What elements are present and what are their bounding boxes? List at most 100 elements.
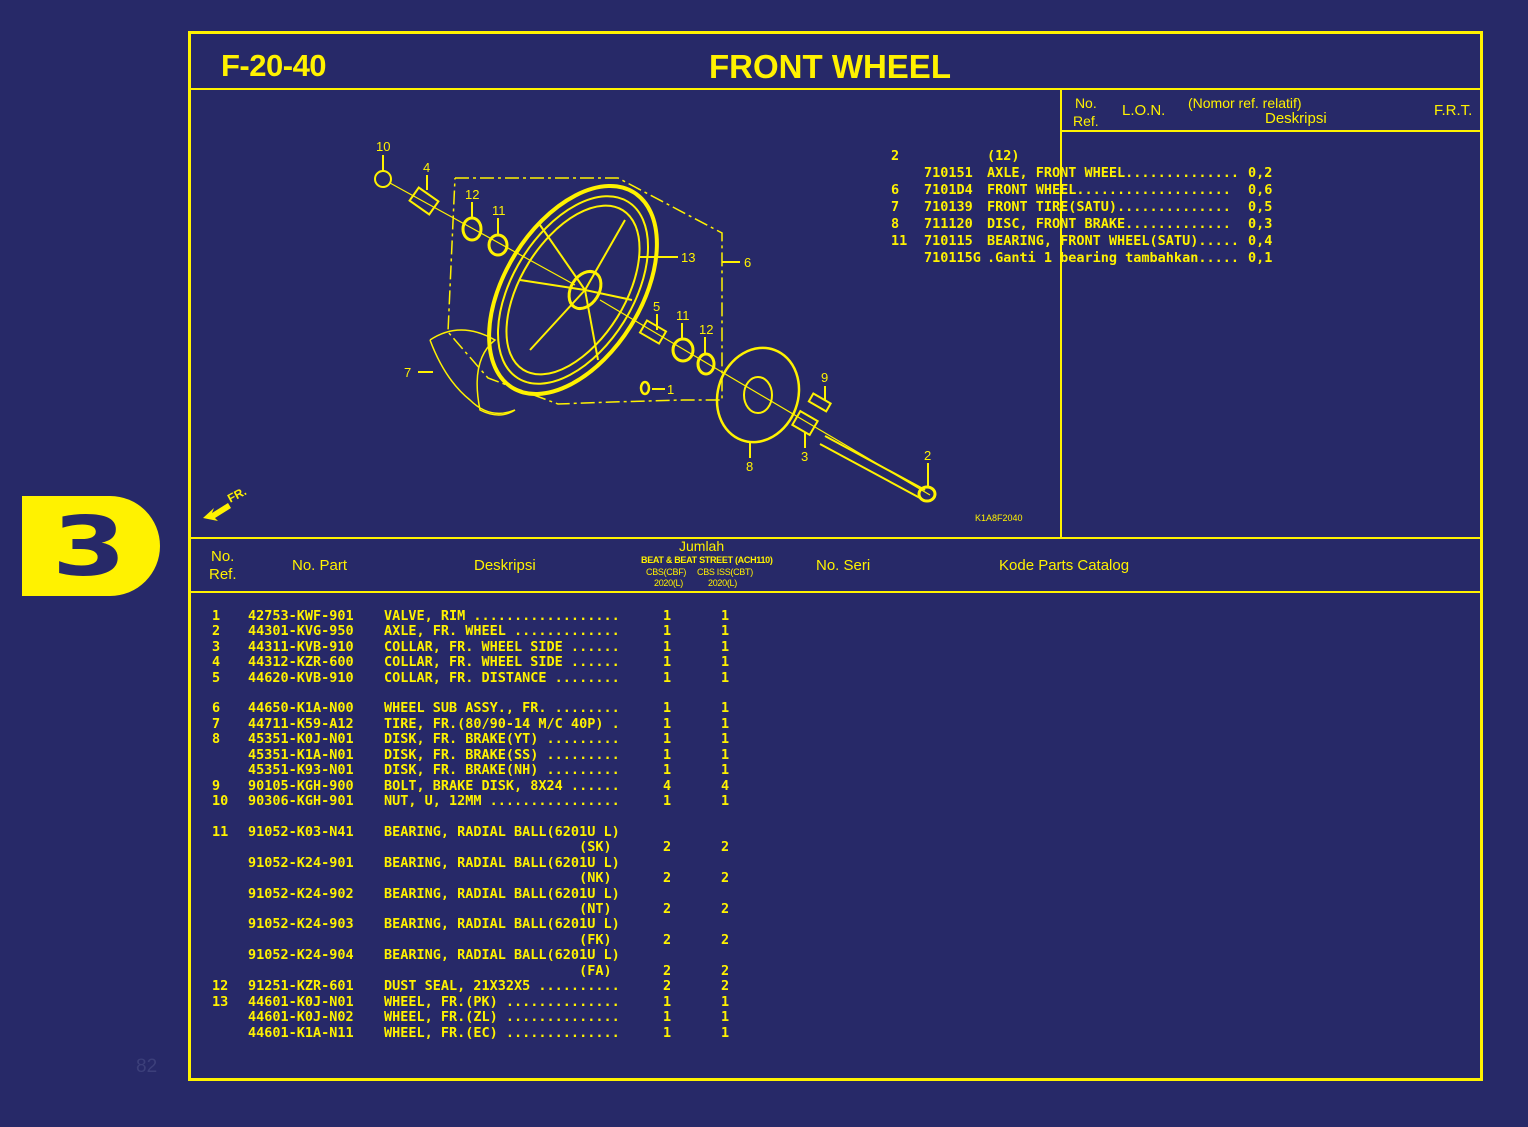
frt-row-ref: 7 <box>891 199 900 215</box>
part-row-qty1: 1 <box>663 994 672 1010</box>
callout-13: 13 <box>681 250 695 265</box>
part-row-qty2: 1 <box>721 639 730 655</box>
frt-row-value: 0,5 <box>1248 199 1273 215</box>
part-row-number: 90306-KGH-901 <box>248 793 354 809</box>
part-row-desc: (SK) <box>384 839 612 855</box>
divider <box>1060 130 1480 132</box>
part-row-qty2: 2 <box>721 839 730 855</box>
part-row-qty1: 1 <box>663 716 672 732</box>
part-row-desc: AXLE, FR. WHEEL ............. <box>384 623 620 639</box>
part-row-qty2: 1 <box>721 1009 730 1025</box>
part-row-desc: BEARING, RADIAL BALL(6201U L) <box>384 916 620 932</box>
parts-header-model: BEAT & BEAT STREET (ACH110) <box>641 555 773 565</box>
part-row-ref: 4 <box>212 654 221 670</box>
frt-header-lon: L.O.N. <box>1122 102 1166 119</box>
divider <box>191 537 1480 539</box>
part-row-desc: WHEEL, FR.(ZL) .............. <box>384 1009 620 1025</box>
frt-row-lon: 710115 <box>924 233 973 249</box>
part-row-number: 44620-KVB-910 <box>248 670 354 686</box>
part-row-qty2: 1 <box>721 747 730 763</box>
part-row-desc: BEARING, RADIAL BALL(6201U L) <box>384 824 620 840</box>
part-row-number: 91251-KZR-601 <box>248 978 354 994</box>
part-row-number: 45351-K93-N01 <box>248 762 354 778</box>
part-row-number: 44312-KZR-600 <box>248 654 354 670</box>
part-row-desc: (FA) <box>384 963 612 979</box>
frt-row-value: 0,4 <box>1248 233 1273 249</box>
direction-label: FR. <box>225 484 249 505</box>
part-row-desc: TIRE, FR.(80/90-14 M/C 40P) . <box>384 716 620 732</box>
divider <box>191 88 1480 90</box>
exploded-diagram: 10 4 12 11 13 6 5 11 12 7 1 9 8 3 2 FR. … <box>203 139 1023 523</box>
part-row-number: 91052-K24-903 <box>248 916 354 932</box>
callout-3: 3 <box>801 449 808 464</box>
parts-header-noref2: Ref. <box>209 566 237 583</box>
callout-6: 6 <box>744 255 751 270</box>
part-row-ref: 8 <box>212 731 221 747</box>
part-row-number: 44711-K59-A12 <box>248 716 354 732</box>
parts-header-year1: 2020(L) <box>654 578 683 588</box>
part-row-desc: (NK) <box>384 870 612 886</box>
frt-header-frt: F.R.T. <box>1434 102 1473 119</box>
parts-header-year2: 2020(L) <box>708 578 737 588</box>
part-row-number: 91052-K24-902 <box>248 886 354 902</box>
frt-row-value: 0,2 <box>1248 165 1273 181</box>
section-code: F-20-40 <box>221 48 327 83</box>
part-row-number: 44301-KVG-950 <box>248 623 354 639</box>
callout-8: 8 <box>746 459 753 474</box>
frt-row-desc: (12) <box>987 148 1020 164</box>
part-row-qty2: 1 <box>721 762 730 778</box>
part-row-qty1: 2 <box>663 901 672 917</box>
part-row-ref: 3 <box>212 639 221 655</box>
part-row-number: 45351-K0J-N01 <box>248 731 354 747</box>
frt-row-desc: FRONT WHEEL................... <box>987 182 1231 198</box>
part-row-ref: 13 <box>212 994 229 1010</box>
frt-row-ref: 11 <box>891 233 908 249</box>
part-row-number: 44601-K0J-N02 <box>248 1009 354 1025</box>
callout-12b: 12 <box>699 322 713 337</box>
part-row-qty2: 1 <box>721 623 730 639</box>
part-row-desc: DISK, FR. BRAKE(SS) ......... <box>384 747 620 763</box>
frt-header-noref: No. Ref. <box>1073 95 1099 129</box>
frt-row-desc: DISC, FRONT BRAKE............. <box>987 216 1231 232</box>
parts-header-kode: Kode Parts Catalog <box>999 557 1130 574</box>
frt-row-value: 0,1 <box>1248 250 1273 266</box>
part-row-number: 91052-K03-N41 <box>248 824 354 840</box>
page-number: 82 <box>136 1056 158 1077</box>
part-row-qty2: 2 <box>721 901 730 917</box>
parts-header-col2: CBS ISS(CBT) <box>697 567 753 577</box>
part-row-qty2: 2 <box>721 932 730 948</box>
callout-2: 2 <box>924 448 931 463</box>
part-row-desc: (NT) <box>384 901 612 917</box>
frt-row-ref: 2 <box>891 148 900 164</box>
part-row-qty2: 1 <box>721 994 730 1010</box>
frt-row-desc: FRONT TIRE(SATU).............. <box>987 199 1231 215</box>
divider <box>191 591 1480 593</box>
callout-11: 11 <box>492 203 506 218</box>
frt-row-desc: .Ganti 1 bearing tambahkan..... <box>987 250 1239 266</box>
part-row-desc: (FK) <box>384 932 612 948</box>
part-row-qty2: 1 <box>721 793 730 809</box>
parts-header-nopart: No. Part <box>292 557 348 574</box>
part-row-desc: VALVE, RIM .................. <box>384 608 620 624</box>
part-row-desc: BOLT, BRAKE DISK, 8X24 ...... <box>384 778 620 794</box>
catalog-page-frame: F-20-40 FRONT WHEEL <box>188 31 1483 1081</box>
part-row-ref: 1 <box>212 608 221 624</box>
callout-5: 5 <box>653 299 660 314</box>
part-row-ref: 5 <box>212 670 221 686</box>
callout-10: 10 <box>376 139 390 154</box>
callout-11b: 11 <box>676 308 690 323</box>
part-row-number: 90105-KGH-900 <box>248 778 354 794</box>
part-row-number: 91052-K24-904 <box>248 947 354 963</box>
part-row-qty1: 1 <box>663 654 672 670</box>
divider <box>1060 88 1062 538</box>
part-row-number: 91052-K24-901 <box>248 855 354 871</box>
part-row-qty1: 1 <box>663 670 672 686</box>
part-row-desc: NUT, U, 12MM ................ <box>384 793 620 809</box>
part-row-desc: COLLAR, FR. WHEEL SIDE ...... <box>384 639 620 655</box>
frt-row-lon: 710115G <box>924 250 981 266</box>
part-row-qty2: 2 <box>721 978 730 994</box>
part-row-qty2: 1 <box>721 716 730 732</box>
part-row-qty1: 1 <box>663 762 672 778</box>
part-row-qty1: 1 <box>663 639 672 655</box>
part-row-qty1: 2 <box>663 932 672 948</box>
